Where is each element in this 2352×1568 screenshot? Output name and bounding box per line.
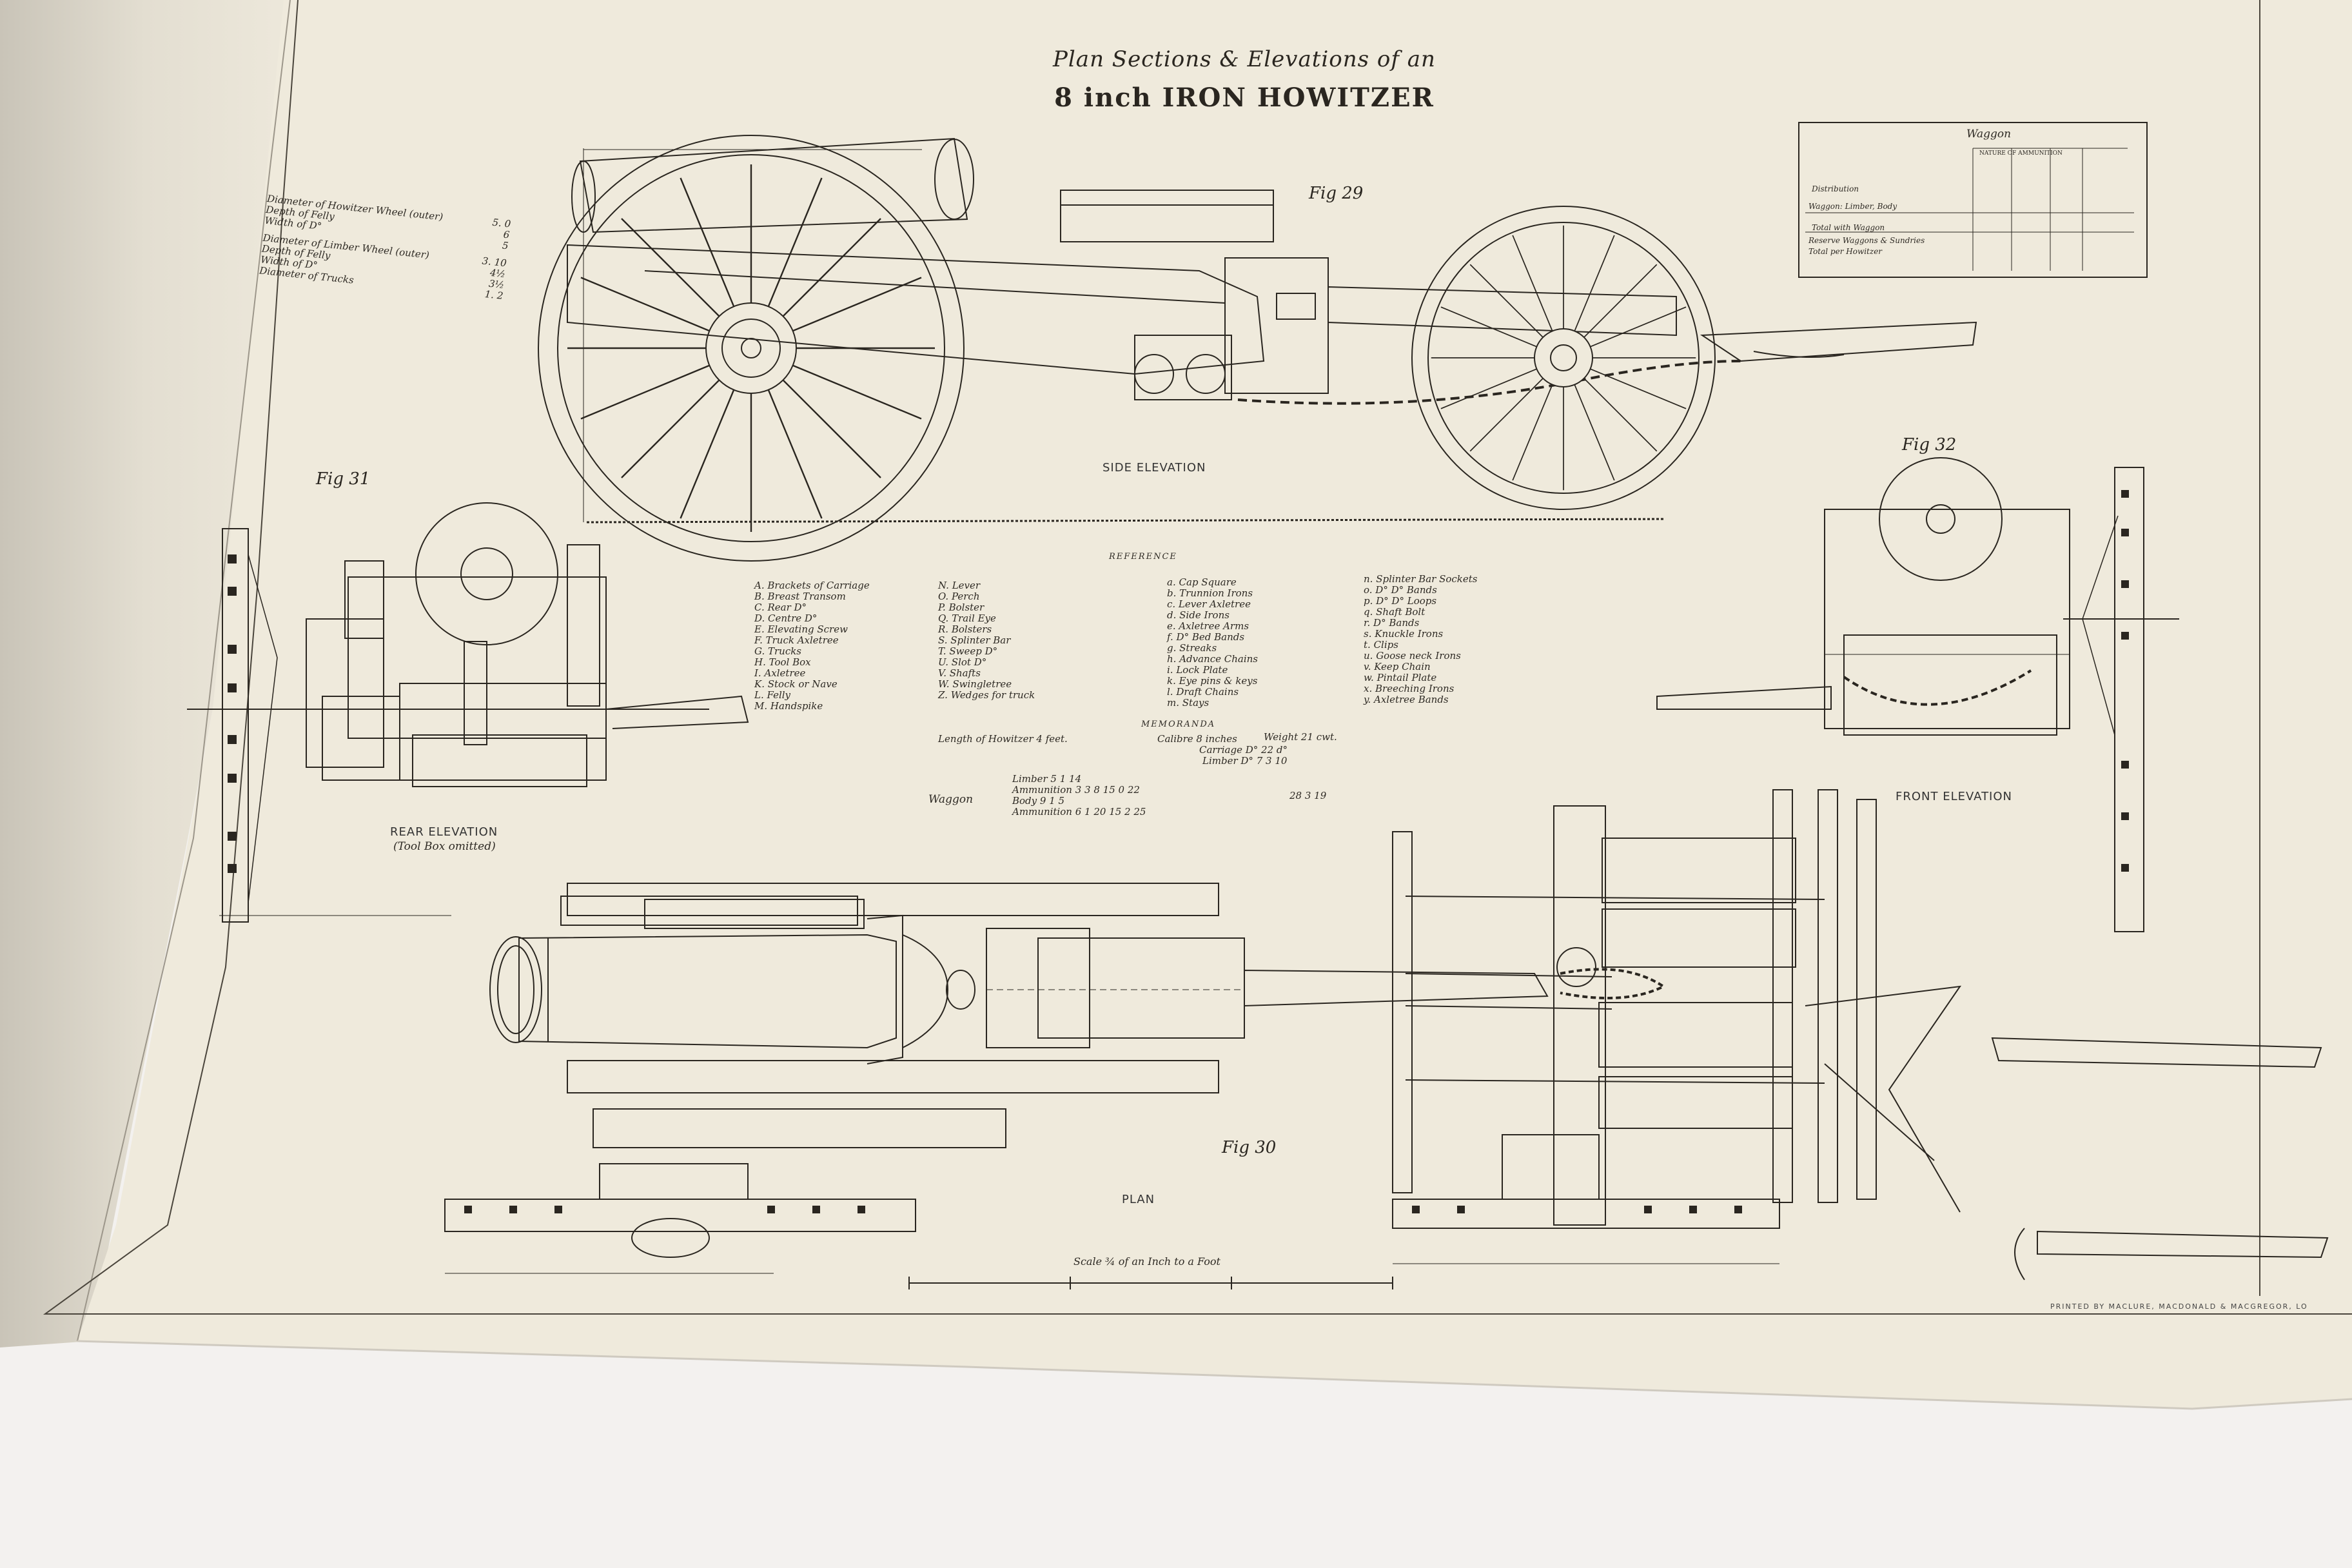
reference-item: F. Truck Axletree bbox=[754, 634, 839, 646]
reference-item: w. Pintail Plate bbox=[1364, 672, 1437, 683]
reference-item: W. Swingletree bbox=[938, 678, 1012, 690]
reference-item: q. Shaft Bolt bbox=[1364, 606, 1426, 618]
reference-item: e. Axletree Arms bbox=[1167, 620, 1250, 632]
reference-item: n. Splinter Bar Sockets bbox=[1364, 573, 1478, 585]
reference-item: E. Elevating Screw bbox=[754, 623, 848, 635]
reference-item: b. Trunnion Irons bbox=[1167, 587, 1253, 599]
reference-item: l. Draft Chains bbox=[1167, 686, 1239, 698]
reference-item: o. D° D° Bands bbox=[1364, 584, 1437, 596]
reference-item: H. Tool Box bbox=[754, 656, 811, 668]
reference-item: V. Shafts bbox=[938, 667, 981, 679]
sheet-subtitle: 8 inch IRON HOWITZER bbox=[1054, 83, 1435, 113]
figure-29-label: Fig 29 bbox=[1309, 184, 1364, 203]
memoranda-howitzer-length: Length of Howitzer 4 feet. bbox=[938, 733, 1068, 745]
waggon-table-subheading: NATURE OF AMMUNITION bbox=[1979, 150, 2063, 157]
reference-item: T. Sweep D° bbox=[938, 645, 998, 657]
memoranda-waggon-rows: Limber 5 1 14 Ammunition 3 3 8 15 0 22 B… bbox=[1012, 774, 1146, 818]
reference-item: t. Clips bbox=[1364, 639, 1398, 651]
memoranda-calibre: Calibre 8 inches bbox=[1157, 733, 1237, 745]
reference-heading: REFERENCE bbox=[1109, 552, 1177, 562]
reference-item: r. D° Bands bbox=[1364, 617, 1420, 629]
waggon-row: Total with Waggon bbox=[1812, 223, 1885, 232]
rear-elevation-label: REAR ELEVATION bbox=[390, 825, 498, 839]
figure-30-label: Fig 30 bbox=[1222, 1138, 1277, 1157]
reference-item: c. Lever Axletree bbox=[1167, 598, 1251, 610]
reference-item: I. Axletree bbox=[754, 667, 806, 679]
reference-item: S. Splinter Bar bbox=[938, 634, 1011, 646]
memoranda-total: 28 3 19 bbox=[1289, 790, 1327, 801]
reference-item: k. Eye pins & keys bbox=[1167, 675, 1258, 687]
reference-item: v. Keep Chain bbox=[1364, 661, 1431, 672]
reference-item: M. Handspike bbox=[754, 700, 823, 712]
plan-label: PLAN bbox=[1122, 1193, 1155, 1206]
reference-col-3: a. Cap Square b. Trunnion Irons c. Lever… bbox=[1167, 577, 1258, 709]
side-elevation-label: SIDE ELEVATION bbox=[1102, 461, 1206, 475]
scale-note: Scale ¾ of an Inch to a Foot bbox=[1073, 1255, 1220, 1268]
waggon-table-heading: Waggon bbox=[1966, 128, 2012, 141]
reference-item: A. Brackets of Carriage bbox=[754, 580, 870, 591]
reference-item: a. Cap Square bbox=[1167, 576, 1237, 588]
rear-elevation-note: (Tool Box omitted) bbox=[393, 840, 496, 853]
reference-item: Z. Wedges for truck bbox=[938, 689, 1035, 701]
reference-item: h. Advance Chains bbox=[1167, 653, 1258, 665]
memoranda-carriage: Carriage D° 22 d° bbox=[1199, 744, 1288, 756]
reference-item: m. Stays bbox=[1167, 697, 1210, 709]
figure-32-label: Fig 32 bbox=[1902, 435, 1957, 455]
memoranda-waggon-label: Waggon bbox=[928, 793, 974, 806]
memoranda-heading: MEMORANDA bbox=[1141, 720, 1216, 729]
memoranda-row: Ammunition 3 3 8 15 0 22 bbox=[1012, 784, 1140, 796]
waggon-row: Waggon: Limber, Body bbox=[1808, 202, 1897, 211]
memoranda-limber: Limber D° 7 3 10 bbox=[1202, 755, 1288, 767]
waggon-row: Total per Howitzer bbox=[1808, 247, 1883, 256]
figure-31-label: Fig 31 bbox=[316, 469, 371, 489]
reference-item: u. Goose neck Irons bbox=[1364, 650, 1461, 662]
reference-item: f. D° Bed Bands bbox=[1167, 631, 1245, 643]
reference-item: p. D° D° Loops bbox=[1364, 595, 1437, 607]
reference-item: C. Rear D° bbox=[754, 602, 807, 613]
reference-item: x. Breeching Irons bbox=[1364, 683, 1455, 694]
reference-item: B. Breast Transom bbox=[754, 591, 846, 602]
memoranda-weight: Weight 21 cwt. bbox=[1264, 731, 1337, 743]
reference-item: i. Lock Plate bbox=[1167, 664, 1228, 676]
reference-col-1: A. Brackets of Carriage B. Breast Transo… bbox=[754, 580, 870, 712]
reference-item: O. Perch bbox=[938, 591, 980, 602]
reference-col-4: n. Splinter Bar Sockets o. D° D° Bands p… bbox=[1364, 574, 1477, 705]
reference-item: s. Knuckle Irons bbox=[1364, 628, 1444, 640]
reference-item: y. Axletree Bands bbox=[1364, 694, 1449, 705]
reference-item: Q. Trail Eye bbox=[938, 612, 996, 624]
reference-item: G. Trucks bbox=[754, 645, 802, 657]
memoranda-row: Limber 5 1 14 bbox=[1012, 773, 1082, 785]
waggon-row: Distribution bbox=[1812, 184, 1859, 193]
reference-item: K. Stock or Nave bbox=[754, 678, 838, 690]
reference-item: R. Bolsters bbox=[938, 623, 992, 635]
reference-item: U. Slot D° bbox=[938, 656, 987, 668]
reference-item: d. Side Irons bbox=[1167, 609, 1230, 621]
printer-imprint: PRINTED BY MACLURE, MACDONALD & MACGREGO… bbox=[2050, 1302, 2308, 1311]
reference-item: N. Lever bbox=[938, 580, 981, 591]
reference-item: g. Streaks bbox=[1167, 642, 1217, 654]
reference-item: P. Bolster bbox=[938, 602, 985, 613]
reference-col-2: N. Lever O. Perch P. Bolster Q. Trail Ey… bbox=[938, 580, 1035, 701]
reference-item: D. Centre D° bbox=[754, 612, 818, 624]
front-elevation-label: FRONT ELEVATION bbox=[1896, 790, 2012, 803]
waggon-row: Reserve Waggons & Sundries bbox=[1808, 236, 1925, 245]
memoranda-row: Ammunition 6 1 20 15 2 25 bbox=[1012, 806, 1146, 818]
sheet-title: Plan Sections & Elevations of an bbox=[1053, 46, 1436, 72]
memoranda-row: Body 9 1 5 bbox=[1012, 795, 1065, 807]
reference-item: L. Felly bbox=[754, 689, 791, 701]
